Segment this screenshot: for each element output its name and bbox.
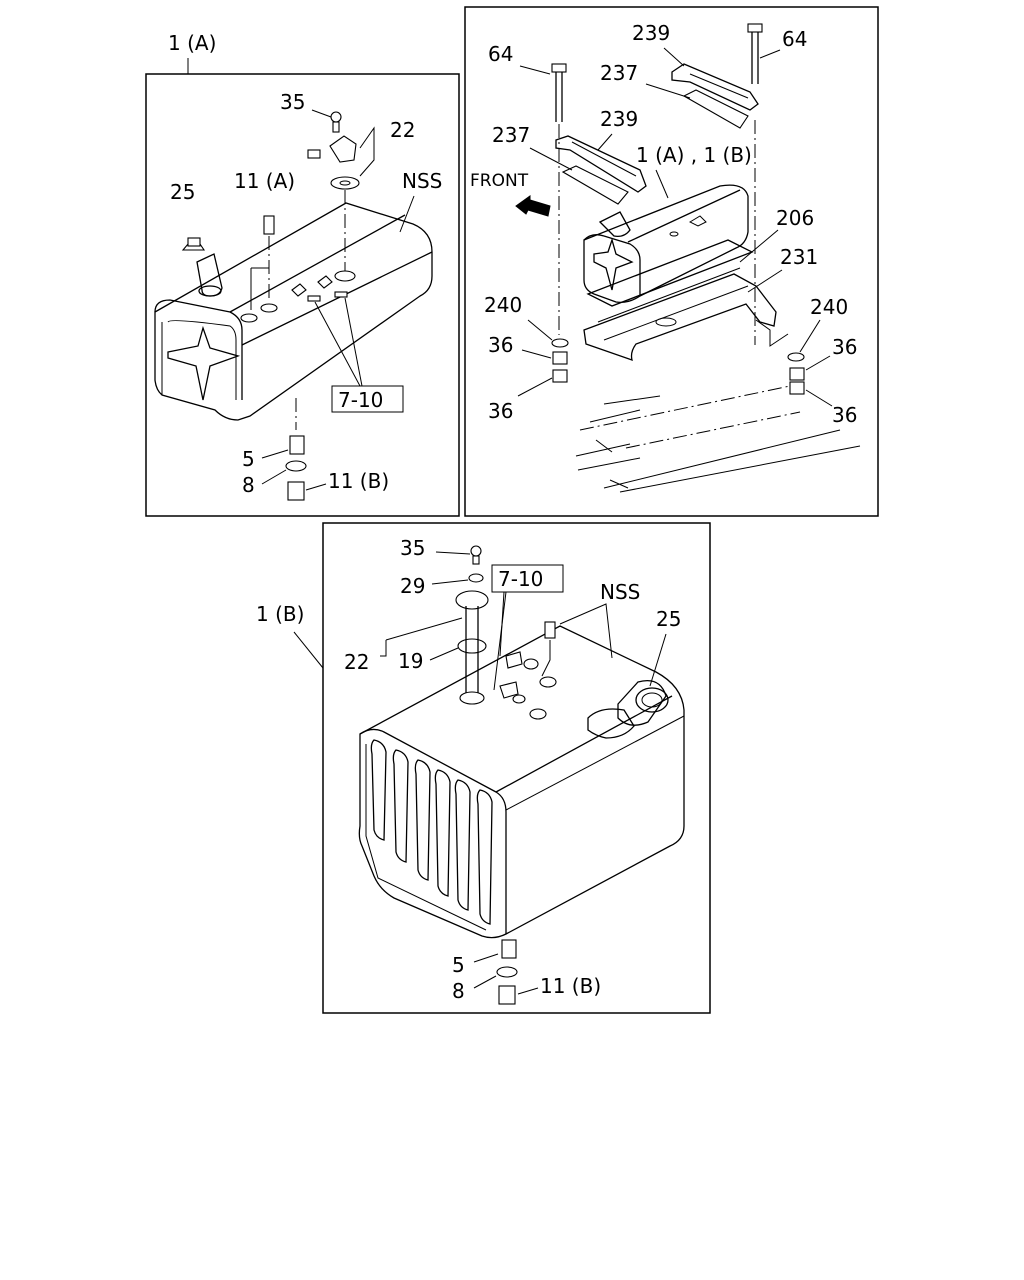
panel-tank-1b: 1 (B) 25 NSS xyxy=(256,522,711,1014)
fuel-tank-a xyxy=(154,202,433,421)
part-237-pad-lower xyxy=(561,165,629,205)
label-36-right-upper: 36 xyxy=(832,335,857,359)
part-239-strap-lower xyxy=(555,135,647,193)
label-nss: NSS xyxy=(402,169,442,193)
label-5: 5 xyxy=(242,447,255,471)
part-25-cap xyxy=(181,237,206,251)
tank-clips xyxy=(291,275,348,302)
part-5-drain-fitting xyxy=(261,435,305,459)
part-22-sender-unit xyxy=(307,126,375,282)
part-5-drain-fitting xyxy=(473,939,517,963)
ref-box xyxy=(491,564,564,593)
label-19: 19 xyxy=(398,649,423,673)
part-8-gasket xyxy=(261,460,307,485)
part-231-bracket xyxy=(583,267,777,362)
front-arrow-icon xyxy=(515,195,551,217)
label-8: 8 xyxy=(242,473,255,497)
part-239-strap-upper xyxy=(671,63,759,111)
panel-frame xyxy=(464,6,879,517)
ref-box xyxy=(331,385,404,413)
label-240-left: 240 xyxy=(484,293,522,317)
label-64-right: 64 xyxy=(782,27,807,51)
label-11b: 11 (B) xyxy=(328,469,389,493)
label-11a: 11 (A) xyxy=(234,169,295,193)
panel-tank-1a: 1 (A) 25 11 ( xyxy=(145,31,460,517)
part-36-nut-right-lower xyxy=(789,381,833,407)
part-36-nut-left-lower xyxy=(517,369,568,397)
label-nss: NSS xyxy=(600,580,640,604)
fuel-tank-b xyxy=(358,625,685,939)
label-25: 25 xyxy=(656,607,681,631)
part-64-bolt-right xyxy=(747,23,763,345)
part-11b-drain-plug xyxy=(287,481,327,501)
label-25: 25 xyxy=(170,180,195,204)
label-240-right: 240 xyxy=(810,295,848,319)
label-22: 22 xyxy=(390,118,415,142)
label-239-upper: 239 xyxy=(632,21,670,45)
part-64-bolt-left xyxy=(551,63,567,335)
label-237-upper: 237 xyxy=(600,61,638,85)
part-35-screw xyxy=(311,109,342,133)
label-206: 206 xyxy=(776,206,814,230)
part-11b-drain-plug xyxy=(498,985,539,1005)
part-8-gasket xyxy=(473,966,518,989)
label-5: 5 xyxy=(452,953,465,977)
label-231: 231 xyxy=(780,245,818,269)
label-36-left-lower: 36 xyxy=(488,399,513,423)
ref-7-10: 7-10 xyxy=(338,388,383,412)
part-36-nut-left-upper xyxy=(521,349,568,365)
label-8: 8 xyxy=(452,979,465,1003)
label-11b: 11 (B) xyxy=(540,974,601,998)
label-36-right-lower: 36 xyxy=(832,403,857,427)
part-29-washer xyxy=(431,573,484,585)
part-11a-fitting xyxy=(529,621,557,720)
part-237-pad-upper xyxy=(682,89,749,129)
panel-title: 1 (A) xyxy=(168,31,216,55)
chassis-frame-rail xyxy=(575,385,861,493)
label-35: 35 xyxy=(400,536,425,560)
label-front: FRONT xyxy=(470,171,529,191)
part-36-nut-right-upper xyxy=(789,355,831,381)
part-240-washer-left xyxy=(527,319,569,348)
part-35-screw xyxy=(435,545,482,565)
label-237-lower: 237 xyxy=(492,123,530,147)
fuel-tank-small xyxy=(583,184,749,304)
label-22: 22 xyxy=(344,650,369,674)
label-tank-1a-1b: 1 (A) , 1 (B) xyxy=(636,143,752,167)
part-240-washer-right xyxy=(787,319,821,362)
part-19-sender-unit xyxy=(455,590,489,705)
label-64-left: 64 xyxy=(488,42,513,66)
label-36-left-upper: 36 xyxy=(488,333,513,357)
ref-7-10: 7-10 xyxy=(498,567,543,591)
panel-title: 1 (B) xyxy=(256,602,304,626)
panel-frame xyxy=(322,522,711,1014)
label-29: 29 xyxy=(400,574,425,598)
panel-frame xyxy=(145,73,460,517)
label-239-lower: 239 xyxy=(600,107,638,131)
part-11a-fitting xyxy=(240,215,278,323)
label-35: 35 xyxy=(280,90,305,114)
tank-clips xyxy=(499,651,539,704)
panel-mounting: 64 64 239 237 239 xyxy=(464,6,879,517)
